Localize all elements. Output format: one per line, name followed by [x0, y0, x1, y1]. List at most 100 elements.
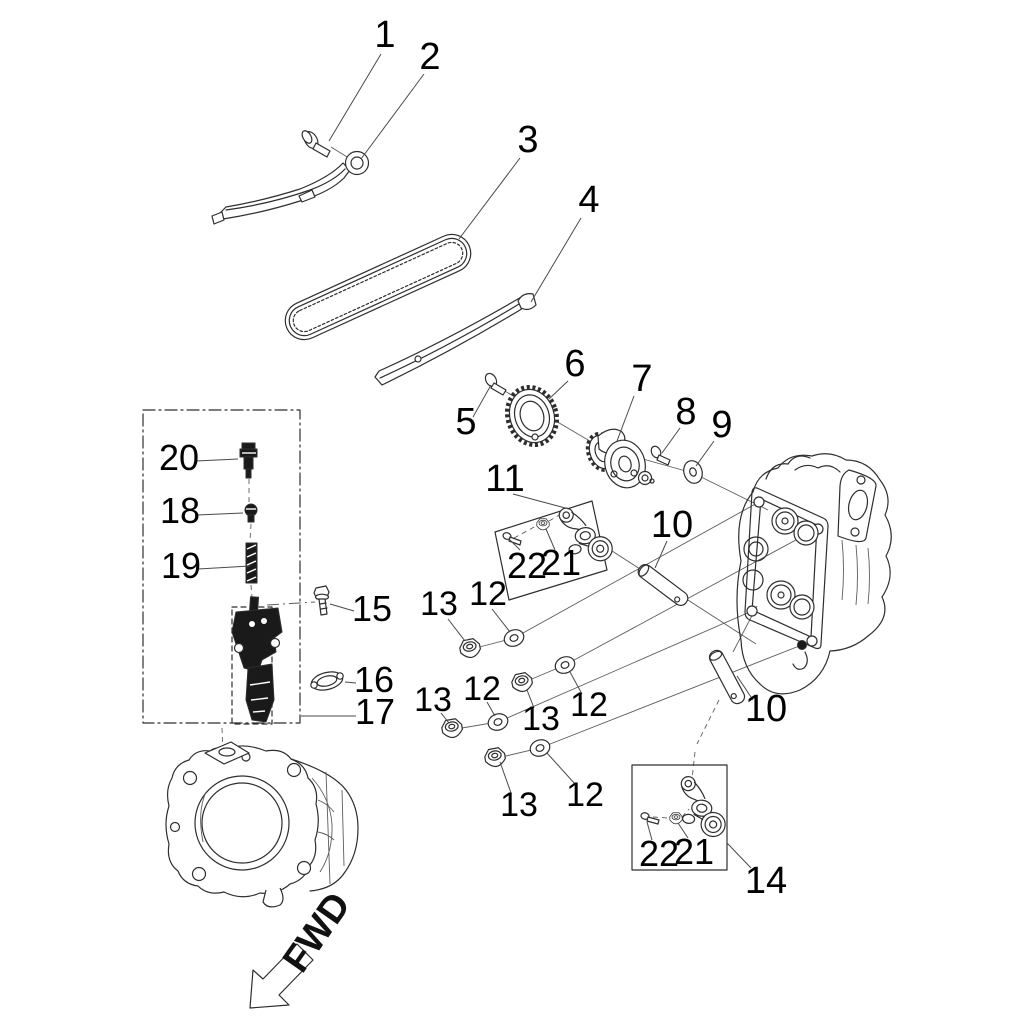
leader-line-13a — [447, 618, 466, 642]
cam-washer-drawing — [683, 460, 703, 484]
leader-line-12c — [486, 701, 496, 717]
leader-line-12a — [491, 608, 511, 633]
camshaft-drawing — [585, 428, 655, 489]
callout-label-3: 3 — [517, 119, 538, 161]
tensioner-gasket-16 — [310, 671, 344, 691]
callout-label-13b: 13 — [522, 700, 560, 738]
callout-label-21a: 21 — [541, 542, 581, 583]
leader-line-16 — [344, 681, 357, 684]
leader-line-10a — [654, 540, 668, 569]
callout-label-7: 7 — [631, 358, 652, 400]
callout-label-22b: 22 — [639, 833, 679, 874]
dowel-pin-b — [706, 647, 748, 707]
callout-label-17: 17 — [355, 691, 395, 732]
washer-12c — [485, 710, 511, 734]
callout-label-12a: 12 — [469, 575, 507, 613]
callout-label-6: 6 — [564, 343, 585, 385]
timing-chain-drawing — [284, 233, 472, 341]
leader-line-18 — [196, 512, 244, 516]
cam-sprocket-drawing — [504, 384, 560, 448]
leader-line-1 — [328, 53, 382, 142]
tensioner-to-cylinder-line — [221, 727, 224, 757]
nut-13d — [483, 746, 508, 769]
callout-label-16: 16 — [354, 659, 394, 700]
rocker-assembly-a — [502, 501, 615, 567]
callout-label-20: 20 — [159, 437, 199, 478]
callout-label-22a: 22 — [507, 545, 547, 586]
leader-line-22b — [646, 821, 653, 841]
callout-label-11: 11 — [485, 458, 524, 500]
tensioner-seat-18 — [244, 503, 258, 523]
leader-line-6 — [548, 380, 569, 400]
leader-line-12b — [569, 671, 583, 695]
cam-end-bolt-drawing — [650, 445, 671, 466]
callout-label-18: 18 — [160, 490, 200, 531]
callout-label-12b: 12 — [570, 686, 608, 724]
cylinder-head-drawing — [736, 453, 892, 695]
nut-13a — [457, 637, 483, 660]
callout-label-13c: 13 — [414, 681, 452, 719]
tensioner-blade-drawing — [374, 293, 537, 386]
washer-12d — [527, 736, 553, 760]
adjuster-nut-21a — [536, 518, 550, 531]
leader-line-22a — [509, 539, 521, 551]
guide-bolt-drawing — [301, 130, 331, 158]
leader-line-8 — [661, 427, 681, 454]
tensioner-group-box — [142, 409, 301, 724]
callout-label-8: 8 — [675, 391, 696, 433]
fwd-arrow — [249, 943, 314, 1009]
leader-lines — [195, 53, 754, 869]
leader-line-10b — [736, 675, 754, 701]
leader-line-9 — [695, 440, 715, 467]
leader-line-21b — [677, 822, 689, 839]
dowel-pin-a — [635, 561, 691, 609]
leader-line-11 — [512, 493, 570, 510]
tensioner-stack-lines — [248, 479, 253, 598]
callout-label-1: 1 — [374, 14, 395, 56]
bolt15-axis-line — [266, 601, 316, 606]
callout-label-10b: 10 — [745, 688, 787, 730]
cylinder-drawing — [165, 741, 359, 908]
leader-line-13d — [499, 761, 512, 794]
leader-line-21a — [545, 528, 556, 551]
adjuster-nut-21b — [669, 812, 683, 825]
pin-b-axis-lower — [690, 699, 720, 789]
leader-line-13b — [526, 689, 535, 709]
leader-line-5 — [472, 384, 492, 418]
leader-line-14 — [726, 842, 752, 869]
tensioner-spring-19 — [245, 542, 258, 584]
nut-13c — [440, 717, 465, 740]
fwd-label: FWD — [275, 885, 359, 980]
chain-guide-drawing — [211, 150, 370, 225]
callout-label-12c: 12 — [463, 670, 501, 708]
washer-12a — [501, 626, 527, 650]
sprocket-bolt-drawing — [484, 372, 507, 396]
leader-line-15 — [329, 603, 355, 612]
stud-nuts-washers — [440, 626, 578, 769]
callout-label-10a: 10 — [651, 504, 693, 546]
callout-label-21b: 21 — [674, 831, 714, 872]
nut-13b — [509, 671, 535, 694]
callout-label-19: 19 — [161, 545, 201, 586]
callout-label-14: 14 — [745, 860, 787, 902]
callout-label-15: 15 — [352, 588, 392, 629]
leader-line-20 — [195, 458, 239, 462]
tensioner-bolt-15 — [313, 585, 330, 616]
leader-line-2 — [360, 73, 425, 160]
callout-label-9: 9 — [711, 404, 732, 446]
rocker-box-b — [631, 764, 728, 871]
washer-12b — [552, 653, 578, 677]
leader-line-13c — [440, 712, 450, 724]
tensioner-valve-20 — [239, 442, 258, 479]
callout-label-12d: 12 — [566, 776, 604, 814]
callout-label-4: 4 — [578, 179, 599, 221]
leader-line-4 — [530, 217, 582, 303]
tensioner-assembly-17 — [231, 596, 283, 723]
rocker-b-screw-line — [652, 808, 690, 819]
leader-line-19 — [197, 565, 251, 570]
leader-line-12d — [546, 752, 576, 785]
callout-label-13a: 13 — [420, 585, 458, 623]
